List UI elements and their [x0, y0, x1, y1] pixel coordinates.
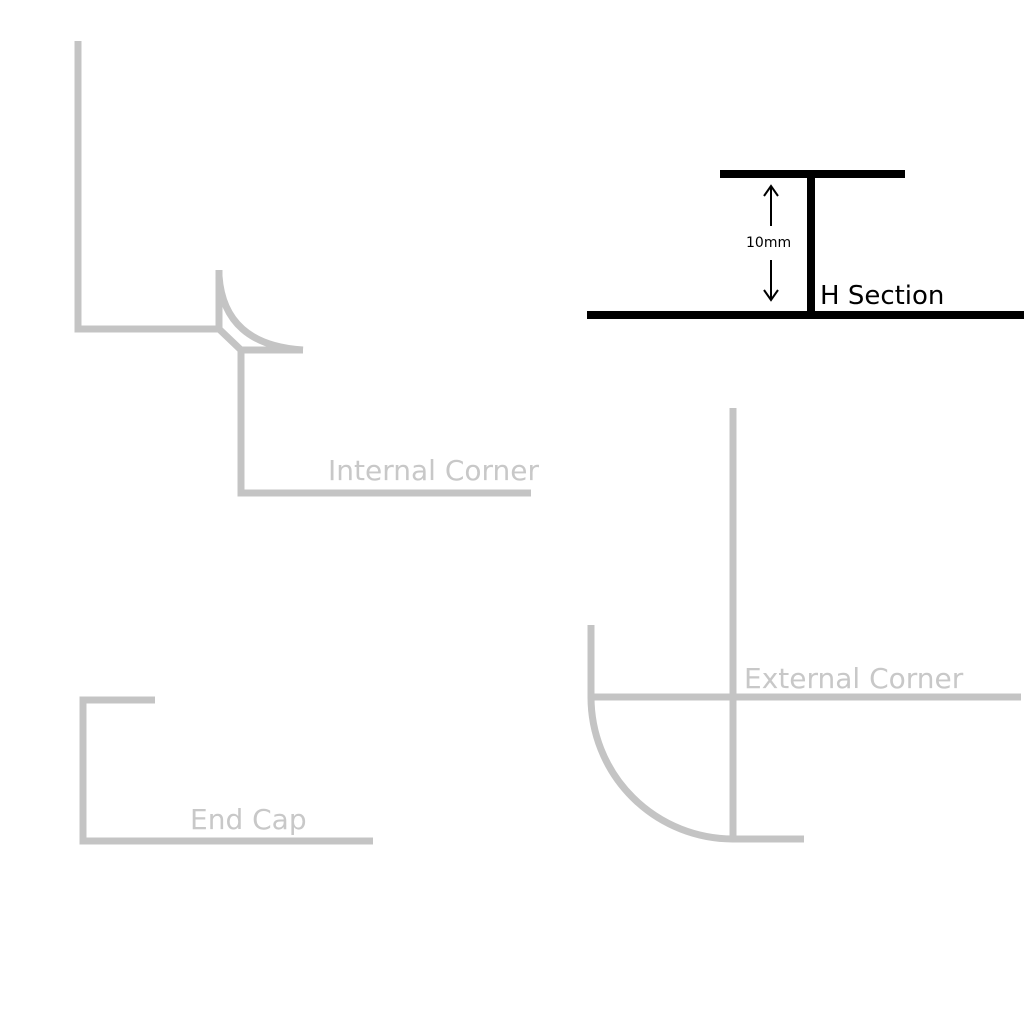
- internal-corner-upper-leg: [74, 41, 223, 333]
- internal-corner-label: Internal Corner: [328, 454, 539, 487]
- internal-corner-lower-leg: [237, 350, 531, 497]
- external-corner-profile: [587, 408, 1021, 843]
- h-section-dimension-label: 10mm: [746, 235, 791, 251]
- external-corner-label: External Corner: [744, 662, 964, 695]
- external-corner-bullnose: [587, 625, 804, 843]
- h-section-profile: [587, 170, 1024, 319]
- h-section-label: H Section: [820, 281, 944, 311]
- arrow-down-head-icon: [763, 289, 779, 302]
- h-section-dimension-arrows: [763, 184, 779, 302]
- end-cap-profile: [79, 696, 373, 845]
- internal-corner-profile: [74, 41, 531, 497]
- end-cap-label: End Cap: [190, 803, 307, 836]
- end-cap-channel: [79, 696, 373, 845]
- arrow-up-head-icon: [763, 184, 779, 197]
